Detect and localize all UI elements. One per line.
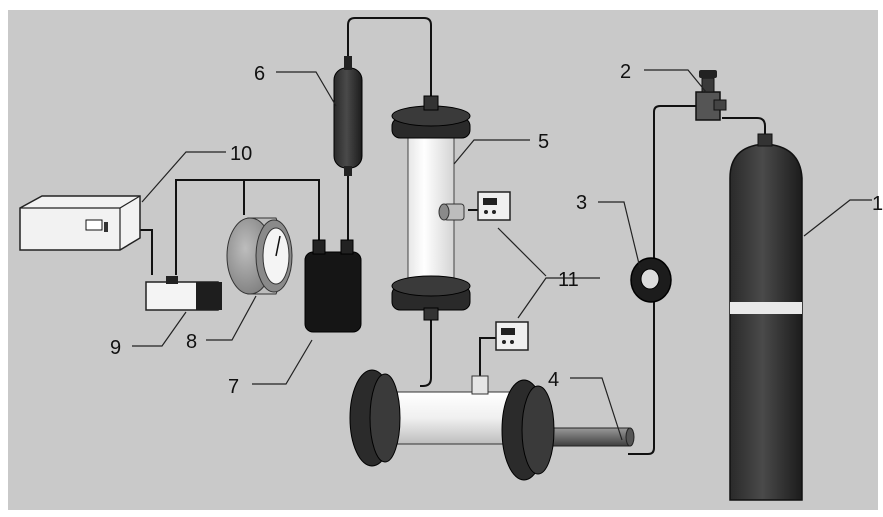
cable-10-to-9 <box>140 229 153 275</box>
label-7: 7 <box>228 376 239 398</box>
gas-cylinder <box>729 133 803 501</box>
cable-lower-11 <box>479 337 496 378</box>
reactor-column <box>391 95 471 321</box>
leader-11a <box>497 227 547 277</box>
label-11: 11 <box>558 269 579 291</box>
label-2: 2 <box>620 61 631 83</box>
label-3: 3 <box>576 192 587 214</box>
leader-6 <box>276 71 337 107</box>
dark-column <box>333 56 363 176</box>
regulator-valve <box>695 70 727 121</box>
label-9: 9 <box>110 337 121 359</box>
black-vessel <box>304 239 362 333</box>
tube-5-to-chamber <box>420 318 432 387</box>
label-8: 8 <box>186 331 197 353</box>
temperature-controller-lower <box>495 321 529 351</box>
label-5: 5 <box>538 131 549 153</box>
tube-7-to-9 <box>175 179 320 275</box>
leader-4 <box>570 377 623 441</box>
interface-module <box>145 276 222 311</box>
cylinder-band <box>730 302 802 314</box>
leader-10 <box>141 151 226 203</box>
leader-2 <box>644 69 707 93</box>
leader-5 <box>453 139 530 165</box>
temperature-controller-upper <box>477 191 511 221</box>
leader-1 <box>803 199 872 237</box>
leader-3 <box>598 201 641 269</box>
leader-9 <box>132 311 187 347</box>
label-1: 1 <box>872 193 883 215</box>
leader-11b <box>517 277 600 319</box>
main-chamber <box>349 369 635 481</box>
control-box <box>19 195 141 251</box>
control-box-display <box>85 219 103 231</box>
tube-6-to-5 <box>347 17 432 96</box>
label-6: 6 <box>254 63 265 85</box>
label-4: 4 <box>548 369 559 391</box>
label-10: 10 <box>230 143 252 165</box>
leader-7 <box>252 339 313 385</box>
leader-lines <box>132 69 872 441</box>
flowmeter <box>630 257 672 303</box>
pressure-gauge <box>226 217 293 295</box>
leader-8 <box>206 295 257 341</box>
